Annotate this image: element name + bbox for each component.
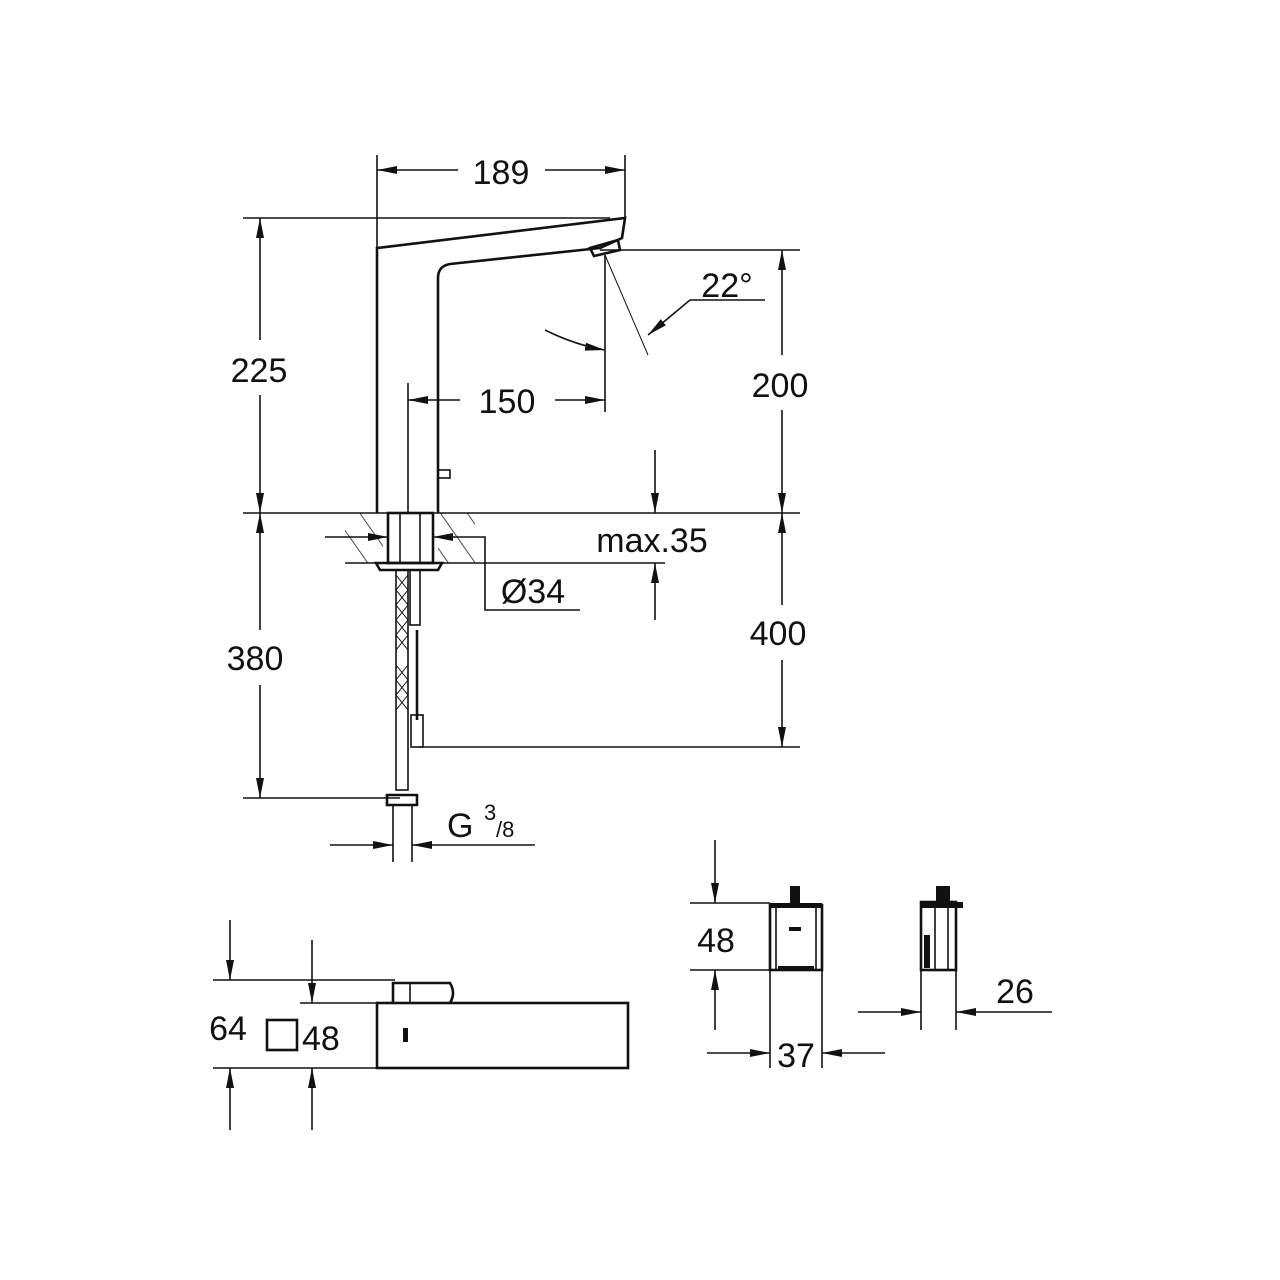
- dim-diameter-34: Ø34: [501, 573, 565, 611]
- thread-denominator: /8: [496, 817, 514, 842]
- dimensions: 189 225 200 150 22° max.35 Ø34 400 380 G…: [227, 154, 809, 849]
- dim-189: 189: [473, 154, 530, 192]
- hoses: [385, 569, 424, 862]
- dim-box-26: 26: [996, 973, 1034, 1011]
- faucet-top-view: 64 48: [209, 920, 630, 1130]
- dim-150: 150: [479, 383, 536, 421]
- dim-max35: max.35: [596, 522, 708, 560]
- thread-numerator: 3: [484, 800, 496, 825]
- faucet-side-view: [375, 216, 627, 513]
- dim-64: 64: [209, 1010, 247, 1048]
- countertop-section: [243, 511, 800, 572]
- dim-square-48: 48: [302, 1020, 340, 1058]
- dim-200: 200: [752, 367, 809, 405]
- thread-letter: G: [447, 807, 473, 845]
- dim-box-37: 37: [777, 1037, 815, 1075]
- dim-box-48: 48: [697, 922, 735, 960]
- dim-400: 400: [750, 615, 807, 653]
- dim-380: 380: [227, 640, 284, 678]
- control-box-side: 26: [858, 886, 1052, 1030]
- dim-thread: G 3 /8: [447, 800, 514, 845]
- control-box-front: 48 37: [690, 840, 885, 1075]
- dim-angle: 22°: [701, 267, 752, 305]
- square-symbol: [265, 1018, 299, 1052]
- dim-225: 225: [231, 352, 288, 390]
